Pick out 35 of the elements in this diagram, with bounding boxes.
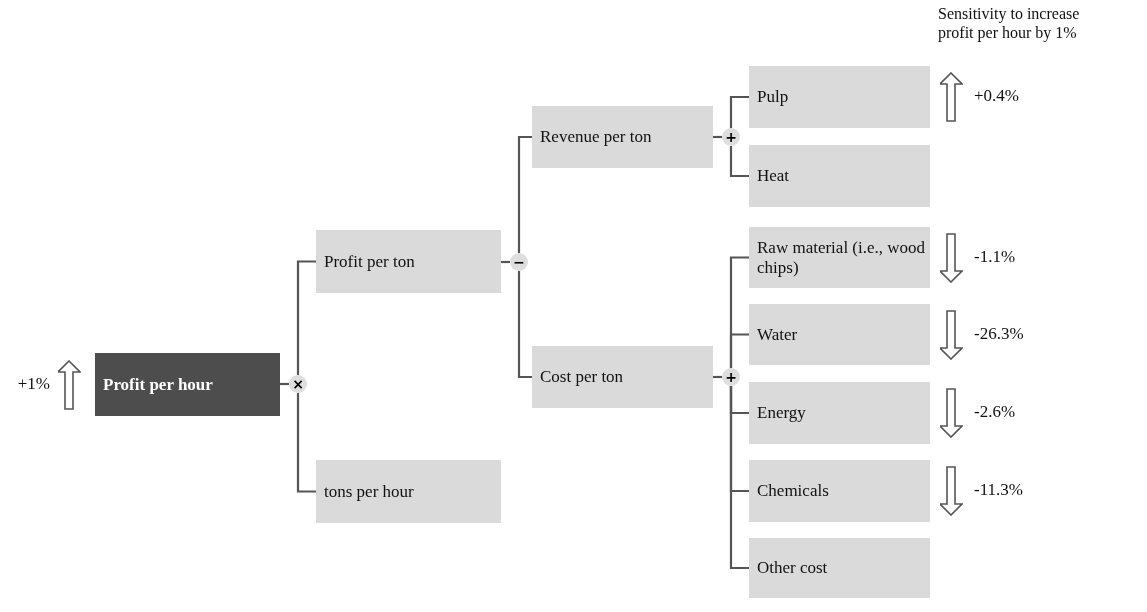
connector-line xyxy=(296,393,316,493)
factor-name: Chemicals xyxy=(757,481,829,501)
factor-name: Pulp xyxy=(757,87,789,107)
operator-circle: + xyxy=(722,368,740,386)
factor-name: Heat xyxy=(757,166,790,186)
sensitivity-value: -11.3% xyxy=(974,480,1023,500)
connector-line xyxy=(729,95,749,128)
sensitivity-value: -26.3% xyxy=(974,323,1024,344)
factor-name: Revenue per ton xyxy=(540,127,652,147)
connector-line xyxy=(517,135,532,253)
factor-name: Other cost xyxy=(757,558,828,578)
operator-circle: − xyxy=(510,253,528,271)
factor-name: Water xyxy=(757,324,798,345)
connector-line xyxy=(280,382,289,386)
sensitivity-value: -1.1% xyxy=(974,246,1016,267)
connector-line xyxy=(501,260,510,264)
connector-line xyxy=(729,146,749,178)
factor-name: Cost per ton xyxy=(540,367,624,387)
connector-line xyxy=(729,333,749,368)
sensitivity-value: -2.6% xyxy=(974,402,1016,422)
factor-name: Raw material (i.e., wood chips) xyxy=(757,237,927,278)
connector-line xyxy=(713,135,722,139)
connector-line xyxy=(296,260,316,375)
factor-name: Profit per ton xyxy=(324,251,415,272)
connector-line xyxy=(517,271,532,379)
factor-name: Profit per hour xyxy=(103,374,213,395)
connector-line xyxy=(713,375,722,379)
factor-name: Energy xyxy=(757,403,806,423)
sensitivity-value: +0.4% xyxy=(974,86,1019,106)
factor-name: tons per hour xyxy=(324,481,414,502)
operator-circle: × xyxy=(289,375,307,393)
sensitivity-value: +1% xyxy=(17,373,50,394)
column-heading: Sensitivity to increase profit per hour by 1% xyxy=(938,4,1081,43)
operator-circle: + xyxy=(722,128,740,146)
connector-line xyxy=(729,386,749,570)
